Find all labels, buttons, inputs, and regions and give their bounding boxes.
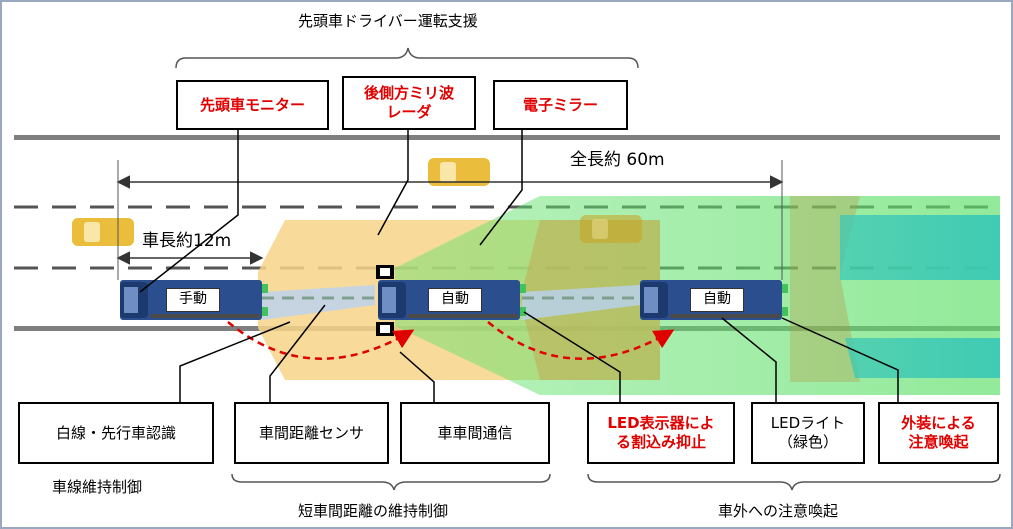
v2v-arrow-2 xyxy=(487,321,675,360)
bottom-bracket-attention xyxy=(587,473,1001,491)
teal-zone-lower xyxy=(845,338,1000,378)
car-icon xyxy=(580,215,642,243)
callout-line xyxy=(781,317,899,402)
rear-radar-box: 後側方ミリ波 レーダ xyxy=(342,76,476,130)
lead-monitor-box: 先頭車モニター xyxy=(176,80,329,130)
callout-line xyxy=(399,351,435,402)
top-title: 先頭車ドライバー運転支援 xyxy=(298,12,478,30)
callout-line xyxy=(377,130,409,236)
gap-sensor-box: 車間距離センサ xyxy=(234,402,389,464)
led-light-box: LEDライト （緑色） xyxy=(751,402,865,464)
callout-line xyxy=(721,317,777,402)
truck-mode-label: 自動 xyxy=(428,288,482,312)
callout-line xyxy=(179,321,291,402)
lane-detect-box: 白線・先行車認識 xyxy=(18,402,214,464)
truck-length-label: 車長約12m xyxy=(142,231,232,251)
callout-line xyxy=(269,304,326,402)
road-edge-top xyxy=(14,135,1000,140)
led-display-box: LED表示器によ る割込み抑止 xyxy=(587,402,735,464)
lane-keep-label: 車線維持制御 xyxy=(52,478,143,496)
car-icon xyxy=(72,218,134,246)
v2v-arrow-1 xyxy=(227,321,415,360)
sensor-cone-1 xyxy=(262,285,375,320)
exterior-box: 外装による 注意喚起 xyxy=(878,402,999,464)
sensor-cone-2 xyxy=(522,285,640,320)
callout-line xyxy=(523,311,621,402)
callout-line xyxy=(139,130,239,293)
bottom-bracket-gap xyxy=(231,473,551,491)
v2v-box: 車車間通信 xyxy=(400,402,550,464)
total-length-label: 全長約 60m xyxy=(570,150,665,170)
attention-label: 車外への注意喚起 xyxy=(718,502,839,520)
top-bracket xyxy=(175,47,639,69)
teal-zone-upper xyxy=(840,215,1000,280)
truck-mode-label: 手動 xyxy=(166,288,220,312)
truck-mode-label: 自動 xyxy=(690,288,744,312)
short-gap-label: 短車間距離の維持制御 xyxy=(298,502,449,520)
e-mirror-box: 電子ミラー xyxy=(493,80,628,130)
callout-line xyxy=(479,130,523,246)
